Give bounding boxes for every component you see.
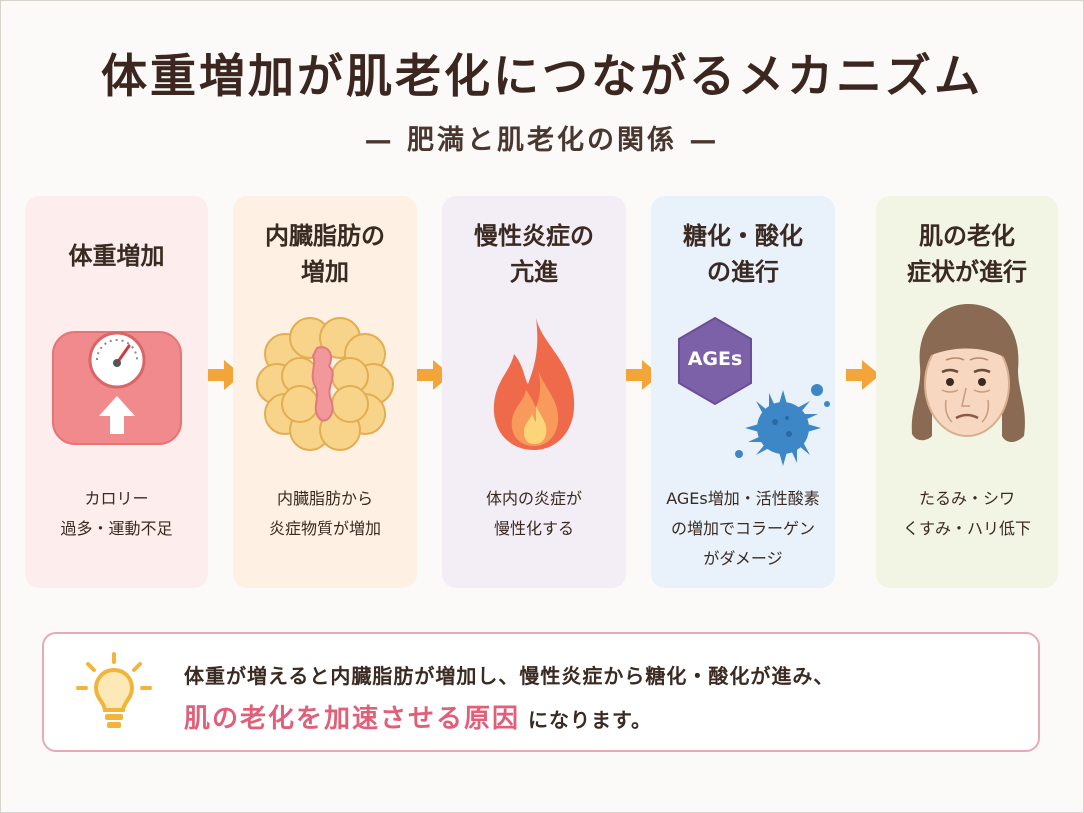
summary-box: 体重が増えると内臓脂肪が増加し、慢性炎症から糖化・酸化が進み、 肌の老化を加速さ… bbox=[42, 632, 1040, 752]
ages-hexagon-icon: AGEs bbox=[675, 316, 755, 406]
step-title: 肌の老化 症状が進行 bbox=[907, 222, 1027, 286]
step-desc: カロリー 過多・運動不足 bbox=[60, 489, 173, 538]
step-card-visceral-fat: 内臓脂肪の 増加 内臓脂肪から 炎症物質が増加 bbox=[233, 196, 417, 588]
step-title: 慢性炎症の 亢進 bbox=[474, 222, 594, 286]
arrow-right-icon bbox=[208, 360, 242, 390]
flame-icon bbox=[493, 318, 575, 450]
free-radical-icon bbox=[735, 384, 830, 466]
lightbulb-icon bbox=[76, 652, 152, 728]
aging-face-icon bbox=[911, 304, 1025, 442]
step-title: 体重増加 bbox=[68, 242, 165, 270]
step-desc: 体内の炎症が 慢性化する bbox=[485, 489, 582, 538]
step-desc: AGEs増加・活性酸素 の増加でコラーゲン がダメージ bbox=[666, 489, 820, 568]
step-card-chronic-inflammation: 慢性炎症の 亢進 体内の炎症が 慢性化する bbox=[442, 196, 626, 588]
step-desc: 内臓脂肪から 炎症物質が増加 bbox=[268, 489, 381, 538]
step-desc: たるみ・シワ くすみ・ハリ低下 bbox=[902, 489, 1031, 538]
step-card-skin-aging: 肌の老化 症状が進行 たるみ・シワ くすみ・ハリ低下 bbox=[876, 196, 1058, 588]
summary-line-1: 体重が増えると内臓脂肪が増加し、慢性炎症から糖化・酸化が進み、 bbox=[184, 664, 835, 688]
visceral-fat-icon bbox=[256, 317, 394, 451]
step-card-glycation-oxidation: 糖化・酸化 の進行 AGEs AGEs増加・活性酸素 の増加でコラーゲン がダメ… bbox=[651, 196, 835, 588]
summary-line-2: 肌の老化を加速させる原因 になります。 bbox=[184, 698, 652, 735]
ages-label: AGEs bbox=[687, 348, 743, 370]
arrow-right-icon bbox=[417, 360, 451, 390]
step-title: 内臓脂肪の 増加 bbox=[265, 222, 385, 286]
page-subtitle: — 肥満と肌老化の関係 — bbox=[364, 125, 720, 156]
arrow-right-icon bbox=[626, 360, 660, 390]
scale-icon bbox=[51, 331, 182, 445]
summary-suffix: になります。 bbox=[527, 708, 652, 732]
page-title: 体重増加が肌老化につながるメカニズム bbox=[101, 49, 983, 103]
summary-highlight: 肌の老化を加速させる原因 bbox=[184, 704, 521, 734]
step-title: 糖化・酸化 の進行 bbox=[683, 222, 803, 286]
step-card-weight-gain: 体重増加 カロリー 過多・運動不足 bbox=[25, 196, 208, 588]
arrow-right-icon bbox=[846, 360, 880, 390]
